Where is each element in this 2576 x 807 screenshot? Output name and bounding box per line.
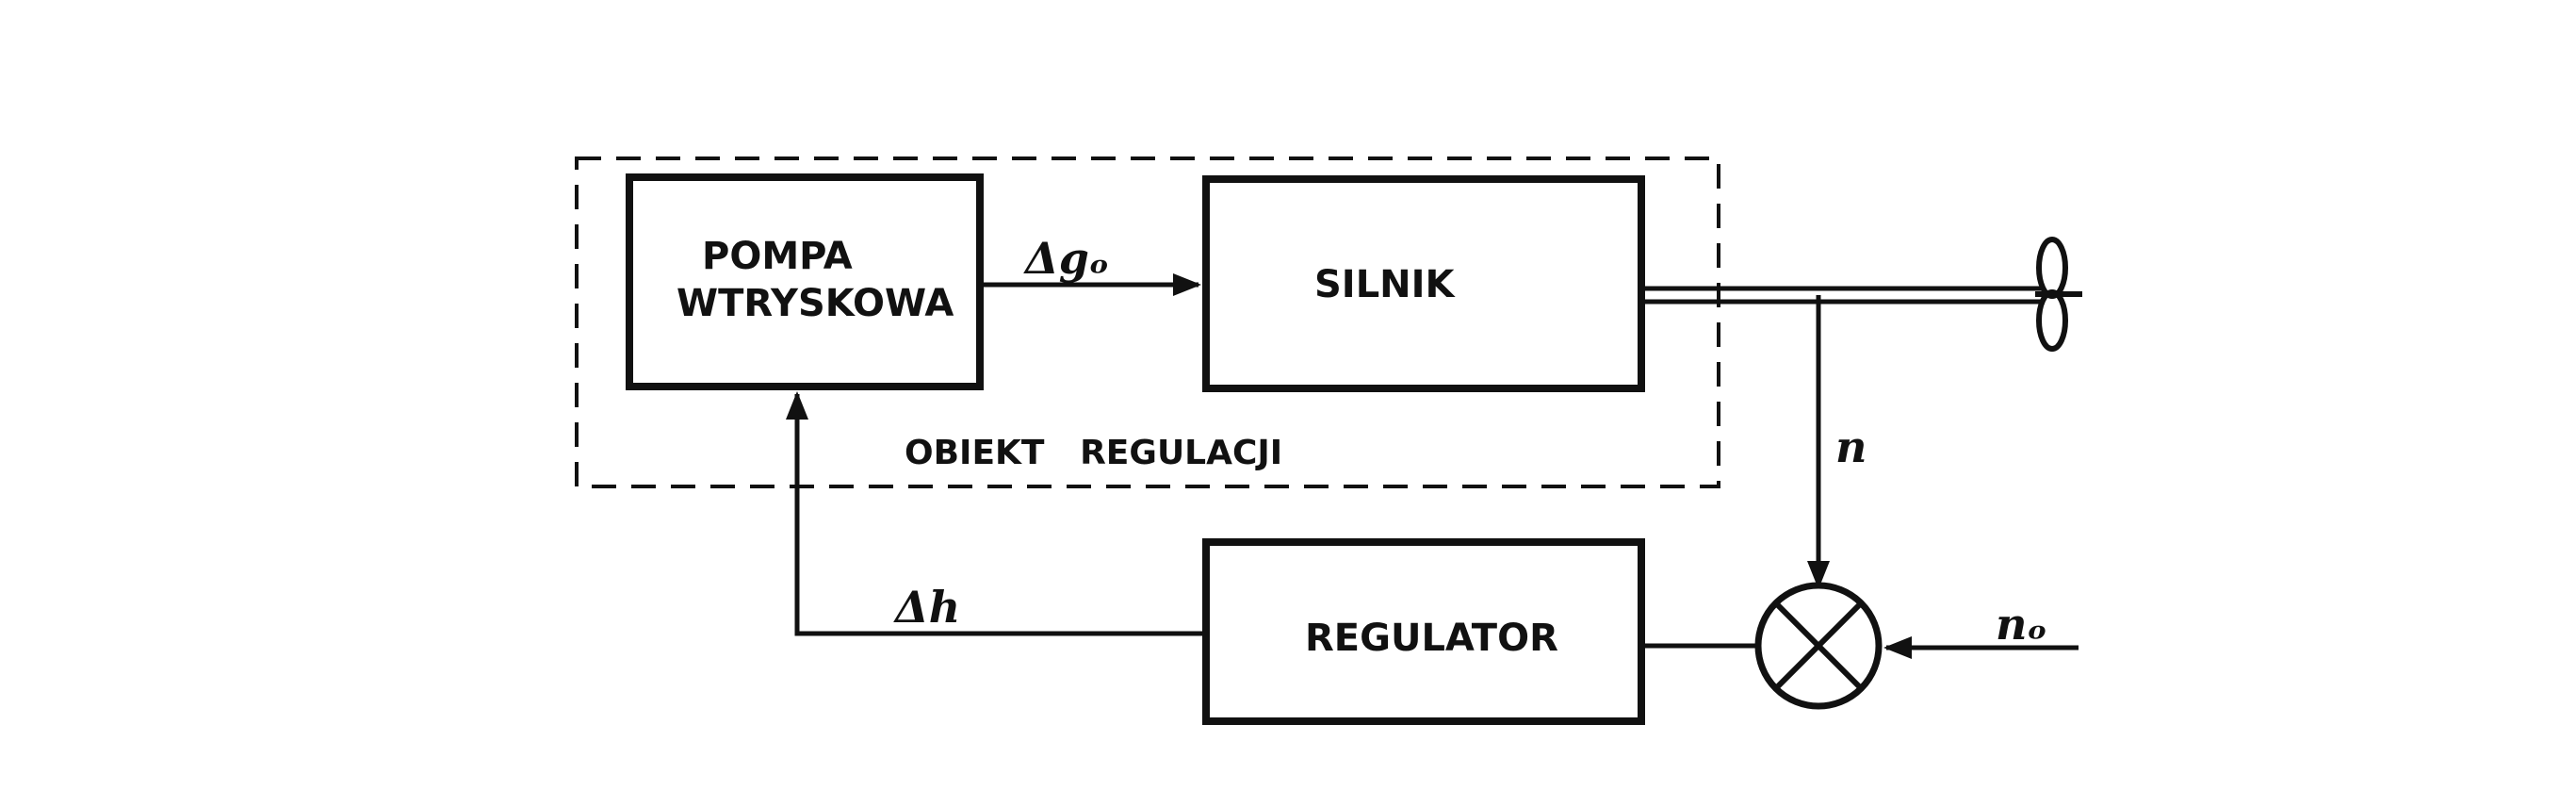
engine-block — [1202, 175, 1645, 392]
engine-label: SILNIK — [1314, 263, 1457, 306]
speed-label: n — [1835, 421, 1867, 472]
controlled-object-boundary — [575, 156, 1720, 488]
controlled-object-label: OBIEKT REGULACJI — [905, 434, 1282, 472]
regulator-label: REGULATOR — [1305, 617, 1558, 660]
injection-pump-label-line2: WTRYSKOWA — [677, 282, 954, 325]
fuel-dose-delta-label: Δgₒ — [1023, 233, 1109, 284]
injection-pump-block — [626, 173, 984, 390]
rack-delta-label: Δh — [893, 582, 960, 633]
setpoint-label: nₒ — [1996, 599, 2047, 650]
propeller-icon — [2035, 237, 2082, 352]
rack-position-signal-line — [786, 391, 1206, 636]
summing-junction-icon — [1754, 582, 1883, 710]
injection-pump-label-line1: POMPA — [702, 235, 853, 278]
